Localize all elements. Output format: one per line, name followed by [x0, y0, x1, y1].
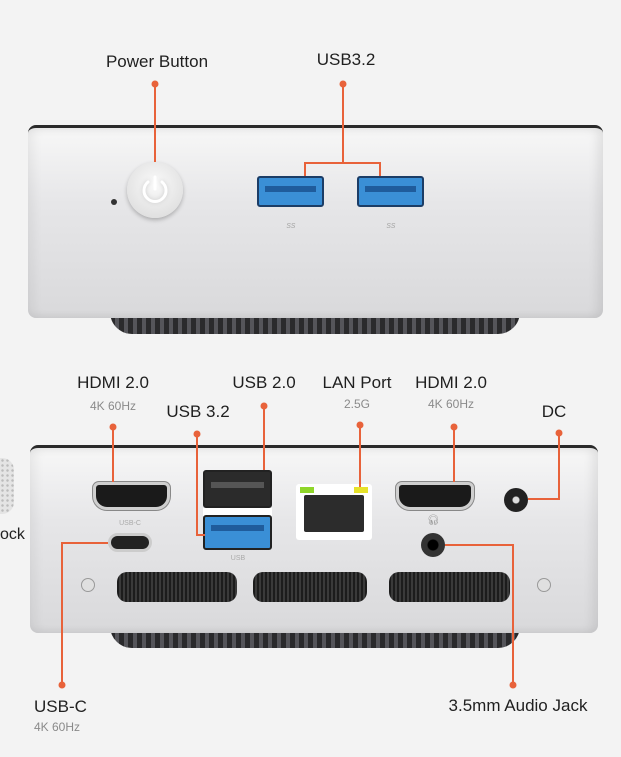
usb32-top-label: USB3.2 — [316, 50, 376, 69]
audio-jack[interactable] — [421, 533, 445, 557]
usb20-port[interactable] — [203, 470, 272, 508]
usb-divider — [203, 508, 272, 516]
usbc-port[interactable] — [108, 533, 152, 552]
callout-line — [558, 433, 560, 500]
vent-grill — [117, 572, 237, 602]
callout-line — [528, 498, 560, 500]
top-device-front — [28, 125, 603, 318]
screw — [537, 578, 551, 592]
callout-dot — [58, 681, 66, 689]
usb32-port-2[interactable] — [357, 176, 424, 207]
callout-line — [342, 84, 344, 164]
screw — [81, 578, 95, 592]
power-icon — [142, 175, 168, 203]
hdmi-right-sub: 4K 60Hz — [427, 397, 475, 411]
power-led — [111, 199, 117, 205]
usb32-rear-port[interactable] — [203, 515, 272, 550]
headphone-icon: 🎧︎ — [427, 515, 440, 526]
callout-line — [445, 544, 514, 546]
hdmi-right-label: HDMI 2.0 — [415, 373, 487, 392]
usb-marking: USB — [230, 555, 246, 562]
usb32-port-1[interactable] — [257, 176, 324, 207]
callout-line — [379, 162, 381, 176]
callout-line — [61, 542, 63, 685]
callout-line — [304, 162, 306, 176]
vent-grill — [253, 572, 367, 602]
edge-text: ock — [0, 526, 25, 543]
usbc-marking: USB-C — [119, 520, 141, 527]
usbc-label: USB-C — [34, 697, 87, 716]
lan-sub: 2.5G — [343, 397, 371, 411]
hdmi-left-sub: 4K 60Hz — [89, 399, 137, 413]
dc-label: DC — [541, 402, 567, 421]
lan-label: LAN Port — [322, 373, 392, 392]
callout-dot — [509, 681, 517, 689]
callout-line — [62, 542, 108, 544]
usb32-rear-label: USB 3.2 — [166, 402, 230, 421]
callout-line — [154, 84, 156, 162]
usb20-label: USB 2.0 — [232, 373, 296, 392]
vent-grill — [389, 572, 510, 602]
ss-marking: ss — [286, 220, 296, 230]
callout-line — [453, 427, 455, 482]
ss-marking: ss — [386, 220, 396, 230]
callout-line — [263, 406, 265, 470]
hdmi-right-port[interactable] — [396, 482, 474, 510]
callout-line — [304, 162, 381, 164]
partial-product-image — [0, 458, 14, 514]
hdmi-left-port[interactable] — [93, 482, 170, 510]
usbc-sub: 4K 60Hz — [34, 720, 81, 734]
audio-label: 3.5mm Audio Jack — [448, 696, 588, 715]
power-button[interactable] — [127, 162, 183, 218]
hdmi-left-label: HDMI 2.0 — [77, 373, 149, 392]
power-button-label: Power Button — [105, 52, 209, 71]
dc-jack[interactable] — [504, 488, 528, 512]
callout-line — [112, 427, 114, 482]
callout-line — [359, 425, 361, 487]
lan-port[interactable] — [296, 484, 372, 540]
callout-line — [512, 544, 514, 685]
callout-line — [196, 534, 205, 536]
callout-line — [196, 434, 198, 536]
